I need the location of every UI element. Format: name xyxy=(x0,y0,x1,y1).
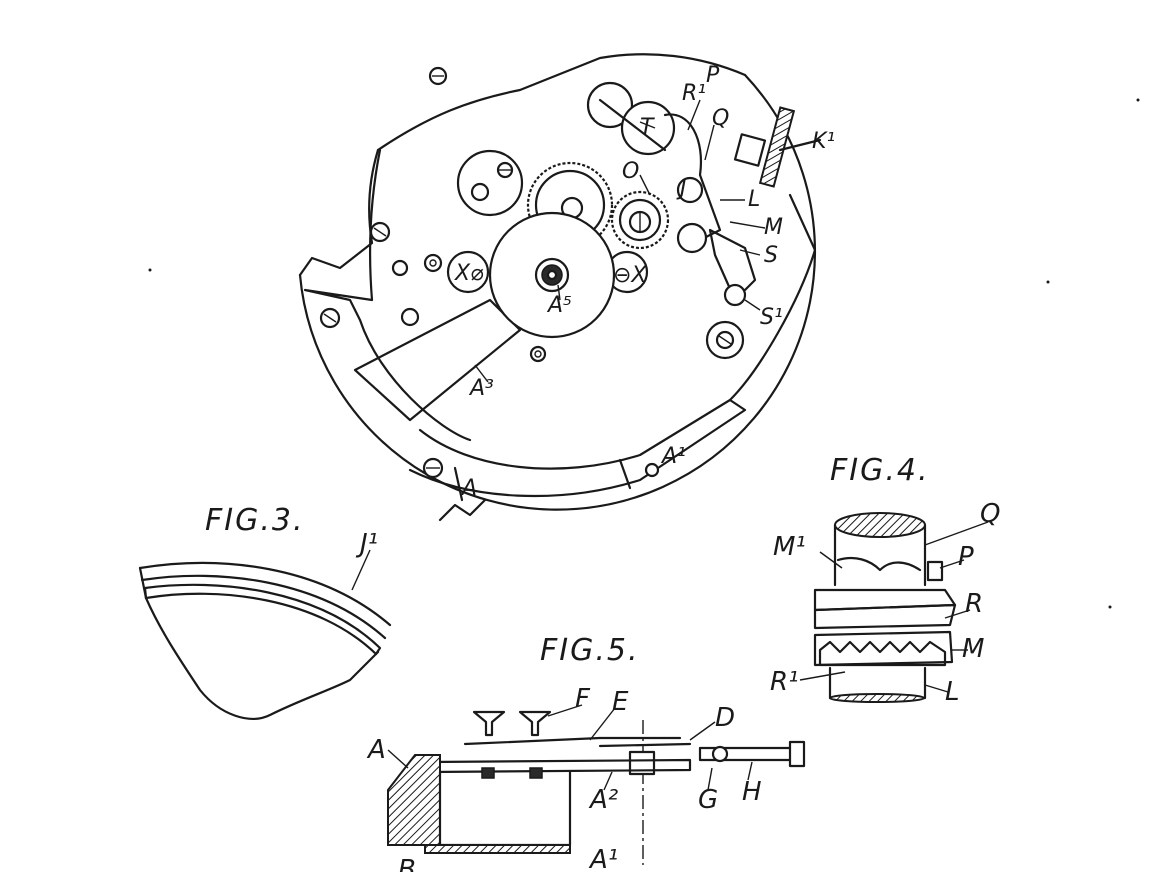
label-t: T xyxy=(640,115,655,140)
fig4-label-m1: M¹ xyxy=(773,532,806,562)
fig-5: FIG.5. F E D A A² xyxy=(366,633,806,877)
fig4-label-q: Q xyxy=(980,499,1000,529)
label-a: A xyxy=(460,476,477,501)
label-s: S xyxy=(764,243,778,268)
fig5-label-a: A xyxy=(366,735,386,765)
fig5-label-a2: A² xyxy=(588,785,618,815)
fig5-label-e: E xyxy=(612,687,629,717)
fig4-label-l: L xyxy=(945,677,960,707)
fig5-label-d: D xyxy=(715,703,735,733)
inner-recess xyxy=(303,148,472,442)
fig5-label-f: F xyxy=(575,684,591,714)
fig5-label-a1: A¹ xyxy=(588,845,618,872)
fig3-label-j1: J¹ xyxy=(355,529,378,559)
main-movement-figure: R¹ P T Q K¹ O J L M S S¹ X⌀ ⊖X A⁵ A³ A¹ … xyxy=(298,53,835,522)
label-m: M xyxy=(764,215,783,240)
fig3-title: FIG.3. xyxy=(205,503,305,538)
fig4-label-r1: R¹ xyxy=(770,667,799,697)
fig4-label-r: R xyxy=(965,589,983,619)
label-a1: A¹ xyxy=(660,444,686,469)
label-x0: X⌀ xyxy=(454,261,484,286)
label-r1: R¹ xyxy=(682,81,706,106)
label-q: Q xyxy=(712,106,729,131)
fig5-label-h: H xyxy=(742,777,762,807)
fig-4: FIG.4. Q M¹ P R M R¹ L xyxy=(770,453,1000,707)
fig5-label-b: B xyxy=(398,855,416,872)
label-a3: A³ xyxy=(468,376,494,401)
label-l: L xyxy=(748,187,760,212)
fig-3: FIG.3. J¹ xyxy=(138,503,392,720)
label-x: ⊖X xyxy=(613,263,647,288)
label-j: J xyxy=(676,176,687,201)
label-a5: A⁵ xyxy=(546,293,572,318)
fig5-title: FIG.5. xyxy=(540,633,640,668)
label-o: O xyxy=(622,159,639,184)
fig4-label-p: P xyxy=(958,542,974,572)
label-k1: K¹ xyxy=(812,129,835,154)
fig4-title: FIG.4. xyxy=(830,453,930,488)
fig4-label-m: M xyxy=(962,634,984,664)
fig5-label-g: G xyxy=(698,785,718,815)
outer-plate-outline xyxy=(298,73,817,511)
label-s1: S¹ xyxy=(760,305,783,330)
label-p: P xyxy=(706,63,720,88)
